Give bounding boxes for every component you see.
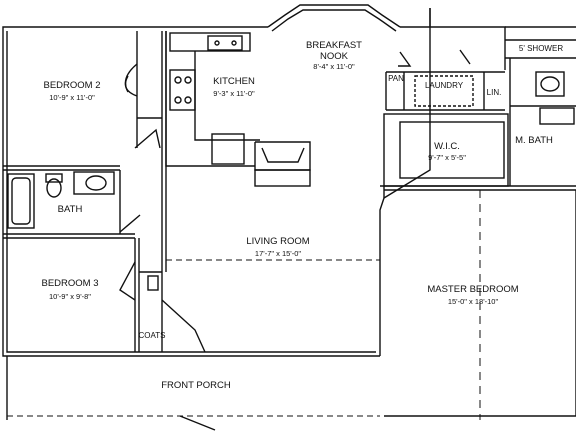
bedroom2-dims: 10'-9" x 11'-0" bbox=[49, 93, 95, 102]
bedroom3-dims: 10'-9" x 9'-8" bbox=[49, 292, 91, 301]
walls bbox=[2, 4, 576, 431]
master-bath-label: M. BATH bbox=[515, 135, 553, 146]
master-bedroom-label: MASTER BEDROOM bbox=[427, 284, 518, 295]
living-room-label: LIVING ROOM bbox=[246, 236, 309, 247]
breakfast-nook-label-line1: BREAKFAST bbox=[306, 40, 362, 51]
living-room-dims: 17'-7" x 15'-0" bbox=[255, 249, 301, 258]
pantry-label: PAN bbox=[388, 74, 404, 83]
breakfast-nook-dims: 8'-4" x 11'-0" bbox=[313, 62, 355, 71]
coats-label: COATS bbox=[139, 331, 166, 340]
front-porch-label: FRONT PORCH bbox=[161, 380, 231, 391]
bedroom3-label: BEDROOM 3 bbox=[41, 278, 98, 289]
kitchen-dims: 9'-3" x 11'-0" bbox=[213, 89, 255, 98]
shower-label: 5' SHOWER bbox=[519, 44, 563, 53]
wic-label: W.I.C. bbox=[434, 141, 460, 152]
bath-label: BATH bbox=[58, 204, 83, 215]
linen-label: LIN. bbox=[487, 88, 502, 97]
wic-dims: 9'-7" x 5'-5" bbox=[428, 153, 466, 162]
master-bedroom-dims: 15'-0" x 18'-10" bbox=[448, 297, 499, 306]
bedroom2-label: BEDROOM 2 bbox=[43, 80, 100, 91]
kitchen-label: KITCHEN bbox=[213, 76, 255, 87]
breakfast-nook-label-line2: NOOK bbox=[320, 51, 349, 62]
laundry-label: LAUNDRY bbox=[425, 81, 464, 90]
